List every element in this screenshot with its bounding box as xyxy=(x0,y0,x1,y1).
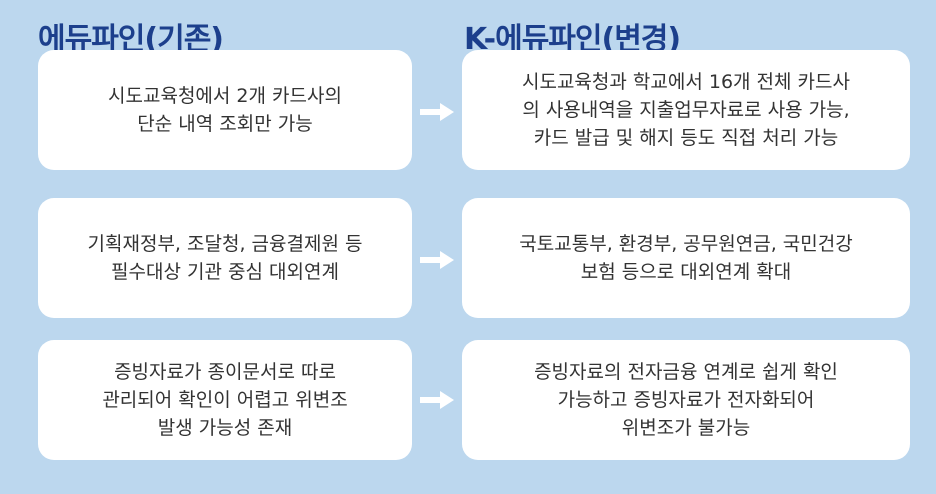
after-box-2: 국토교통부, 환경부, 공무원연금, 국민건강 보험 등으로 대외연계 확대 xyxy=(462,198,910,318)
before-text-3: 증빙자료가 종이문서로 따로 관리되어 확인이 어렵고 위변조 발생 가능성 존… xyxy=(102,361,348,439)
after-text-2: 국토교통부, 환경부, 공무원연금, 국민건강 보험 등으로 대외연계 확대 xyxy=(519,233,853,283)
before-box-3: 증빙자료가 종이문서로 따로 관리되어 확인이 어렵고 위변조 발생 가능성 존… xyxy=(38,340,412,460)
arrow-right-icon xyxy=(420,390,454,410)
before-box-1: 시도교육청에서 2개 카드사의 단순 내역 조회만 가능 xyxy=(38,50,412,170)
before-text-1: 시도교육청에서 2개 카드사의 단순 내역 조회만 가능 xyxy=(108,85,342,135)
arrow-right-icon xyxy=(420,102,454,122)
after-box-1: 시도교육청과 학교에서 16개 전체 카드사 의 사용내역을 지출업무자료로 사… xyxy=(462,50,910,170)
before-text-2: 기획재정부, 조달청, 금융결제원 등 필수대상 기관 중심 대외연계 xyxy=(87,233,363,283)
before-box-2: 기획재정부, 조달청, 금융결제원 등 필수대상 기관 중심 대외연계 xyxy=(38,198,412,318)
after-box-3: 증빙자료의 전자금융 연계로 쉽게 확인 가능하고 증빙자료가 전자화되어 위변… xyxy=(462,340,910,460)
after-text-1: 시도교육청과 학교에서 16개 전체 카드사 의 사용내역을 지출업무자료로 사… xyxy=(521,71,851,149)
arrow-right-icon xyxy=(420,250,454,270)
after-text-3: 증빙자료의 전자금융 연계로 쉽게 확인 가능하고 증빙자료가 전자화되어 위변… xyxy=(534,361,838,439)
